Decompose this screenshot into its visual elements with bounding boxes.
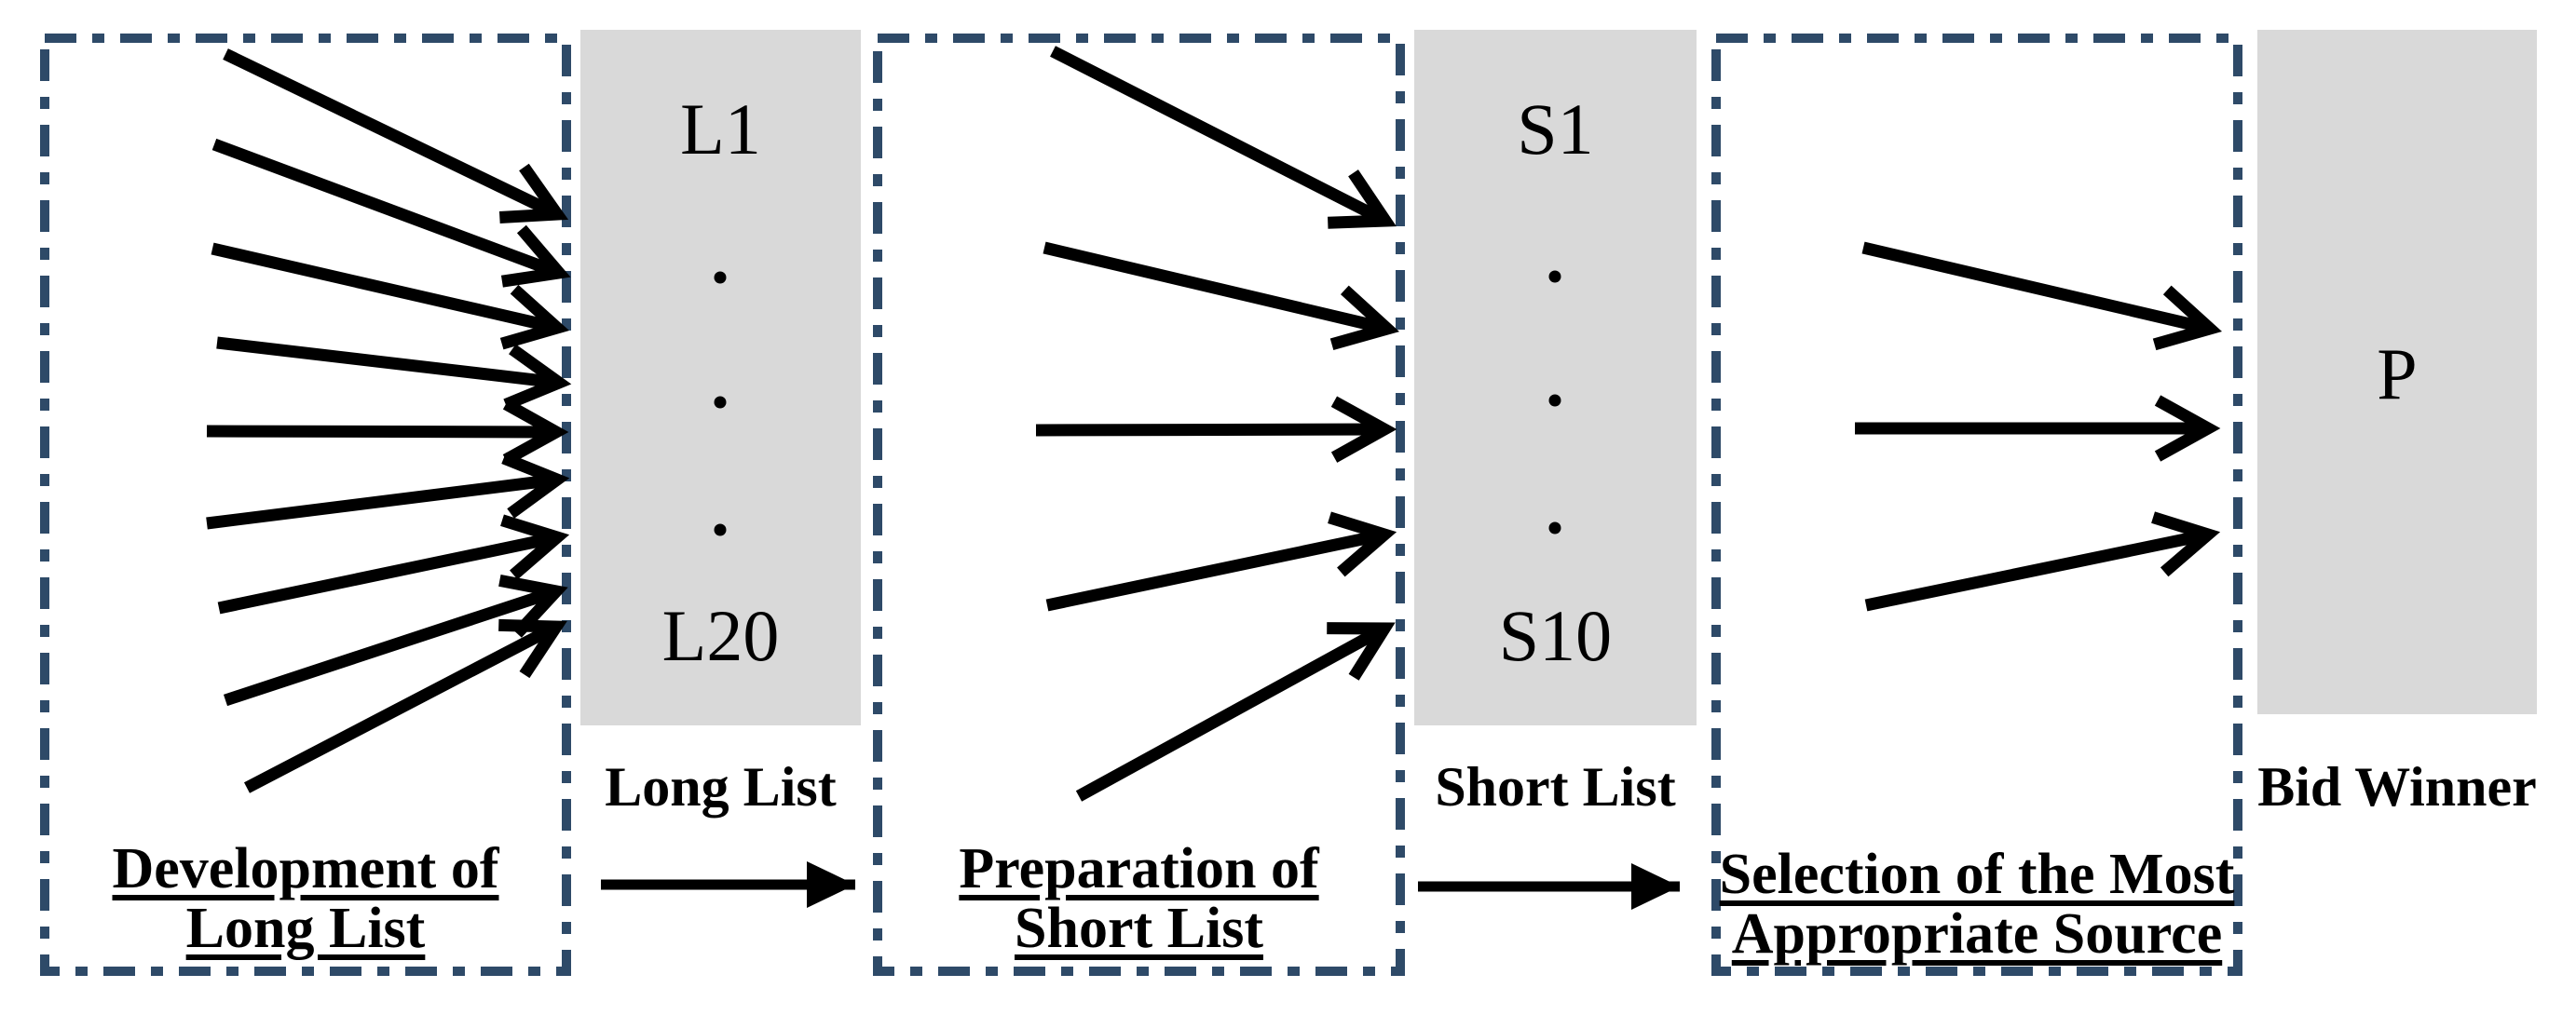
candidate-arrow (206, 399, 569, 466)
stage-1-candidate-arrows (206, 48, 572, 793)
stage-1-title: Development of Long List (45, 839, 566, 958)
candidate-arrow (1075, 622, 1396, 802)
stage-1-title-line-1: Development of (112, 837, 499, 900)
candidate-arrow (1043, 241, 1400, 351)
candidate-arrow (216, 336, 572, 411)
bid-winner-result-box (2257, 30, 2537, 714)
long-list-last-item: L20 (661, 595, 780, 676)
stage-2-process-box (873, 34, 1405, 976)
stage-2-candidate-arrows (1035, 46, 1400, 802)
stage-3-title-line-2: Appropriate Source (1731, 902, 2223, 966)
candidate-arrow (206, 452, 570, 530)
candidate-arrow (217, 514, 570, 615)
short-list-last-item: S10 (1498, 595, 1613, 676)
bid-winner-label: Bid Winner (2257, 756, 2537, 818)
candidate-arrow (211, 242, 570, 350)
stage-2-title-line-2: Short List (1015, 897, 1263, 960)
short-list-result-box (1414, 30, 1697, 725)
long-list-ellipsis-dots (714, 271, 727, 536)
candidate-arrow (1050, 46, 1397, 229)
stage-2-title: Preparation of Short List (878, 839, 1400, 958)
short-list-label: Short List (1435, 756, 1676, 818)
long-list-result-box (580, 30, 861, 725)
short-list-first-item: S1 (1517, 88, 1594, 169)
candidate-arrow (223, 575, 568, 707)
stage-3-candidate-arrows (1855, 241, 2223, 612)
short-list-ellipsis-dots (1548, 270, 1561, 535)
candidate-arrow (1045, 511, 1397, 612)
long-list-label: Long List (605, 756, 837, 818)
bid-winner-item: P (2377, 333, 2418, 414)
candidate-arrow (223, 48, 569, 224)
stage-2-title-line-1: Preparation of (959, 837, 1319, 900)
stage-1-title-line-2: Long List (185, 897, 426, 960)
candidate-arrow (243, 618, 567, 793)
candidate-arrow (211, 138, 571, 288)
candidate-arrow (1035, 396, 1397, 463)
candidate-arrow (1864, 511, 2221, 612)
candidate-arrow (1861, 241, 2223, 351)
stage-3-title: Selection of the Most Appropriate Source (1716, 845, 2238, 964)
long-list-first-item: L1 (680, 88, 761, 169)
stage-3-process-box (1711, 34, 2242, 976)
stage-3-title-line-1: Selection of the Most (1719, 843, 2235, 906)
